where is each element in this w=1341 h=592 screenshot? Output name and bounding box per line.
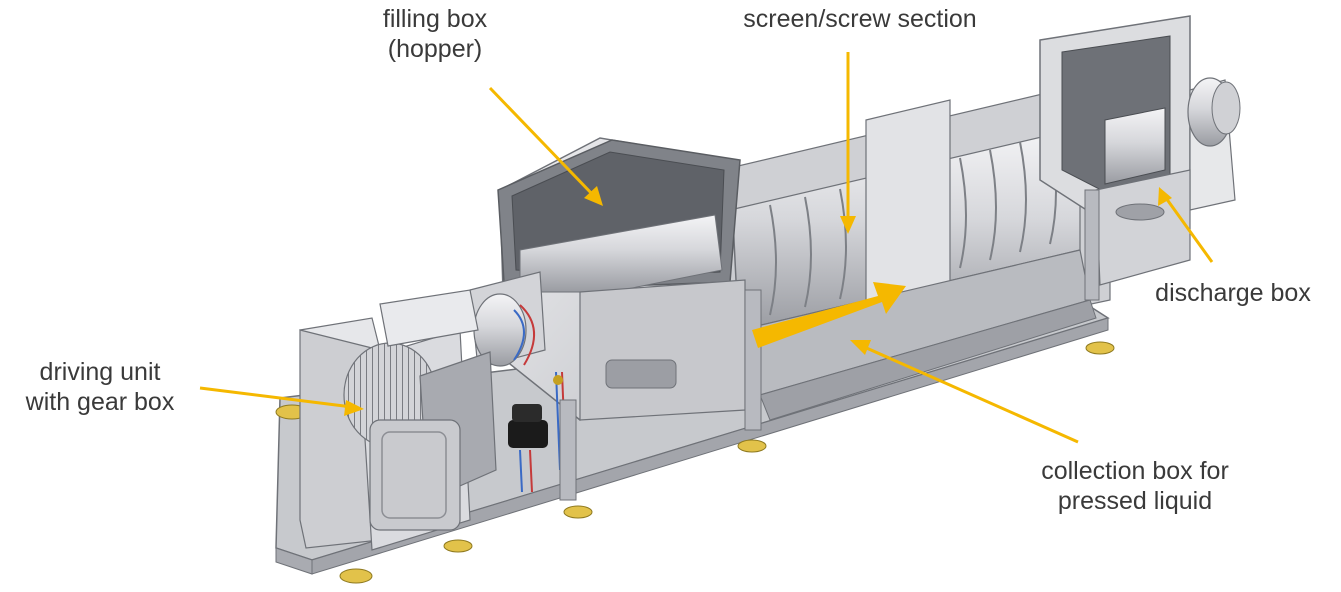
label-screen-screw-line1: screen/screw section xyxy=(743,5,977,33)
arrow-discharge-box xyxy=(1158,187,1214,263)
label-driving-unit: driving unit with gear box xyxy=(0,357,200,417)
machine-feet xyxy=(275,341,1115,584)
label-discharge-box: discharge box xyxy=(1128,278,1338,308)
discharge-box xyxy=(1039,15,1241,286)
arrow-screen-screw xyxy=(840,52,856,234)
label-filling-box-line2: (hopper) xyxy=(387,35,483,63)
label-driving-unit-line1: driving unit xyxy=(39,358,161,386)
label-screen-screw-section: screen/screw section xyxy=(700,4,1020,34)
driving-unit xyxy=(299,289,497,551)
label-collection-box-line2: pressed liquid xyxy=(1057,487,1213,515)
label-filling-box-line1: filling box xyxy=(382,5,488,33)
arrow-driving-unit xyxy=(199,386,364,416)
filling-box-hopper xyxy=(497,137,746,421)
arrow-filling-box xyxy=(488,86,603,206)
arrow-collection-box xyxy=(850,340,1079,444)
label-collection-box: collection box for pressed liquid xyxy=(1000,456,1270,516)
label-collection-box-line1: collection box for xyxy=(1041,457,1229,485)
label-driving-unit-line2: with gear box xyxy=(25,388,175,416)
label-discharge-box-line1: discharge box xyxy=(1155,279,1311,307)
pointer-arrows xyxy=(199,52,1214,444)
coupling-housing xyxy=(469,271,546,369)
liquid-flow-arrow xyxy=(752,282,906,348)
support-legs xyxy=(559,189,1100,501)
label-filling-box: filling box (hopper) xyxy=(330,4,540,64)
